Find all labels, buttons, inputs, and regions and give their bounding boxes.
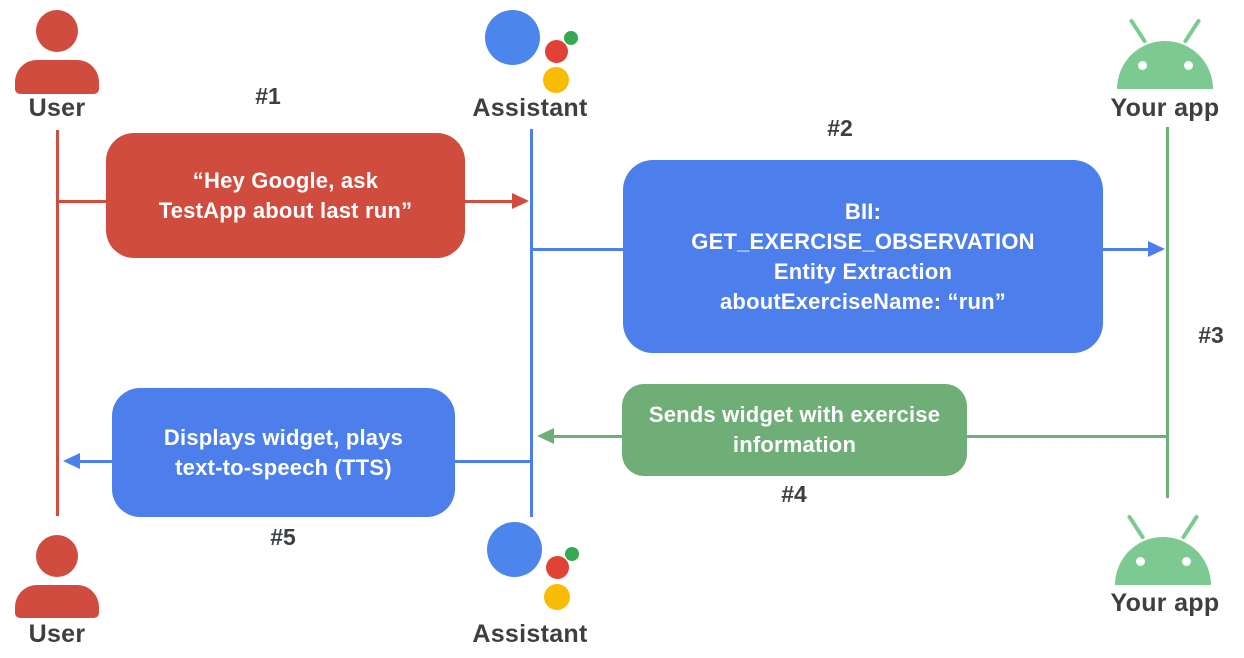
assistant-green-dot-icon: [565, 547, 579, 561]
android-head-icon: [1117, 41, 1213, 89]
step5-label: #5: [270, 524, 296, 550]
assistant-green-dot-icon: [564, 31, 578, 45]
assistant-yellow-dot-icon: [543, 67, 569, 93]
assistant-blue-dot-icon: [485, 10, 540, 65]
step2-message-line1: BII:: [844, 198, 882, 224]
step5-arrowhead-icon: [63, 453, 80, 469]
step3-label: #3: [1198, 322, 1224, 348]
step1-message-line2: TestApp about last run”: [158, 197, 413, 223]
assistant-red-dot-icon: [545, 40, 568, 63]
android-antenna-right-icon: [1180, 514, 1200, 540]
android-eye-left-icon: [1136, 557, 1145, 566]
step5-connector-left: [80, 460, 112, 463]
step2-connector-right: [1103, 248, 1149, 251]
assistant-yellow-dot-icon: [544, 584, 570, 610]
step5-connector-right: [455, 460, 531, 463]
app-label-bottom: Your app: [1110, 589, 1220, 617]
step2-message-line3: Entity Extraction: [773, 258, 953, 284]
user-label-top: User: [28, 94, 86, 122]
android-eye-right-icon: [1182, 557, 1191, 566]
app-lifeline: [1166, 127, 1169, 498]
step2-arrowhead-icon: [1148, 241, 1165, 257]
step4-label: #4: [781, 481, 807, 507]
step1-connector-right: [465, 200, 513, 203]
step4-message: Sends widget with exercise information: [622, 384, 967, 476]
person-head-icon: [36, 10, 78, 52]
step5-message-line1: Displays widget, plays: [163, 424, 404, 450]
android-head-icon: [1115, 537, 1211, 585]
assistant-label-top: Assistant: [472, 94, 588, 122]
assistant-blue-dot-icon: [487, 522, 542, 577]
assistant-red-dot-icon: [546, 556, 569, 579]
android-eye-right-icon: [1184, 61, 1193, 70]
android-eye-left-icon: [1138, 61, 1147, 70]
assistant-lifeline: [530, 129, 533, 517]
assistant-label-bottom: Assistant: [472, 620, 588, 648]
step4-message-line2: information: [732, 432, 857, 457]
user-lifeline: [56, 130, 59, 516]
step1-arrowhead-icon: [512, 193, 529, 209]
step2-connector-left: [533, 248, 623, 251]
step1-label: #1: [255, 83, 281, 109]
step5-message: Displays widget, plays text-to-speech (T…: [112, 388, 455, 517]
person-body-icon: [15, 585, 99, 618]
app-label-top: Your app: [1110, 94, 1220, 122]
android-antenna-right-icon: [1182, 18, 1202, 44]
step5-message-line2: text-to-speech (TTS): [175, 454, 392, 480]
step4-connector-left: [554, 435, 622, 438]
step4-arrowhead-icon: [537, 428, 554, 444]
step2-message-line2: GET_EXERCISE_OBSERVATION: [691, 228, 1035, 254]
step4-connector-right: [967, 435, 1167, 438]
person-head-icon: [36, 535, 78, 577]
android-antenna-left-icon: [1128, 18, 1148, 44]
step1-message: “Hey Google, ask TestApp about last run”: [106, 133, 465, 258]
step4-message-line1: Sends widget with exercise: [648, 402, 941, 427]
android-antenna-left-icon: [1126, 514, 1146, 540]
user-label-bottom: User: [28, 620, 86, 648]
step1-message-line1: “Hey Google, ask: [192, 167, 379, 193]
step1-connector-left: [57, 200, 106, 203]
person-body-icon: [15, 60, 99, 94]
step2-message-line4: aboutExerciseName: “run”: [720, 288, 1006, 314]
step2-label: #2: [827, 115, 853, 141]
step2-message: BII: GET_EXERCISE_OBSERVATION Entity Ext…: [623, 160, 1103, 353]
